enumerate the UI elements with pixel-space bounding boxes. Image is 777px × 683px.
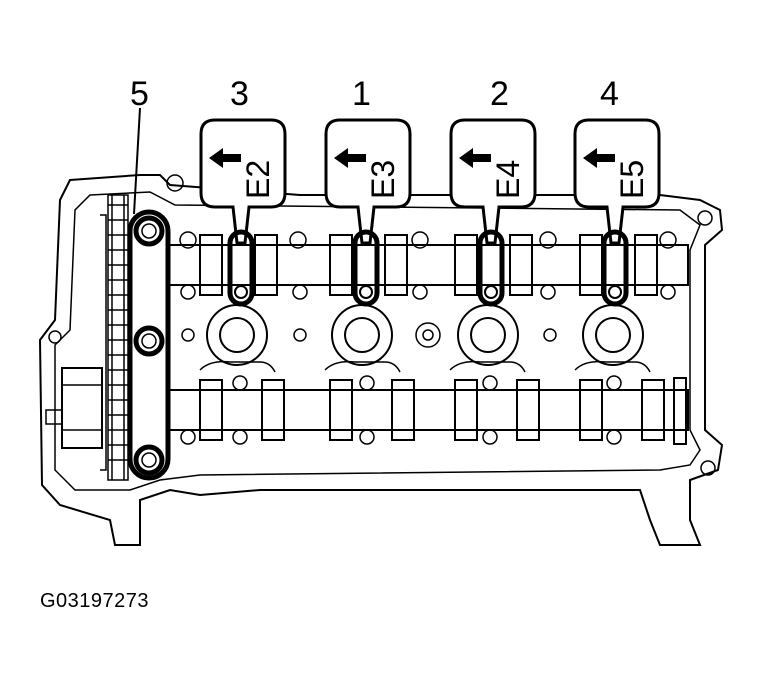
bolt-code: E5	[614, 160, 650, 199]
bolt-code: E4	[490, 160, 526, 199]
bolt-number: 3	[230, 75, 249, 113]
bolt-head	[234, 285, 248, 299]
cylinder-head-outline	[38, 174, 724, 546]
vvt-actuator	[61, 367, 103, 449]
mount-boss	[700, 460, 716, 476]
bolt-head	[484, 285, 498, 299]
bolt-highlight	[352, 229, 380, 307]
arrow-left-icon	[583, 148, 615, 168]
bolt-highlight	[227, 229, 255, 307]
bolt-callout-1: E3 1	[324, 75, 412, 307]
arrow-left-icon	[334, 148, 366, 168]
bolt-highlight	[601, 229, 629, 307]
exhaust-camshaft	[167, 360, 689, 445]
bolt-code: E2	[240, 160, 276, 199]
bolt-callout-4: E5 4	[573, 75, 661, 307]
spark-plug-bores	[181, 304, 644, 366]
bolt-number: 1	[352, 75, 371, 113]
mount-boss	[697, 210, 713, 226]
bolt-code: E3	[365, 160, 401, 199]
cylinder-head-inner-outline	[54, 191, 701, 491]
bolt-callout-3: E2 3	[199, 75, 287, 307]
arrow-left-icon	[209, 148, 241, 168]
bolt-head	[359, 285, 373, 299]
bolt-number: 2	[490, 75, 509, 113]
arrow-left-icon	[459, 148, 491, 168]
mount-boss	[48, 330, 62, 344]
bolt-head	[608, 285, 622, 299]
timing-chain	[100, 194, 129, 481]
chain-guide-number: 5	[130, 75, 149, 113]
vvt-stub	[45, 409, 63, 425]
bolt-callout-2: E4 2	[449, 75, 537, 307]
figure-id: G03197273	[40, 590, 150, 612]
mount-boss	[166, 174, 184, 192]
bolt-highlight	[477, 229, 505, 307]
bolt-number: 4	[600, 75, 619, 113]
chain-guide	[127, 209, 171, 481]
chain-guide-leader	[133, 107, 141, 215]
